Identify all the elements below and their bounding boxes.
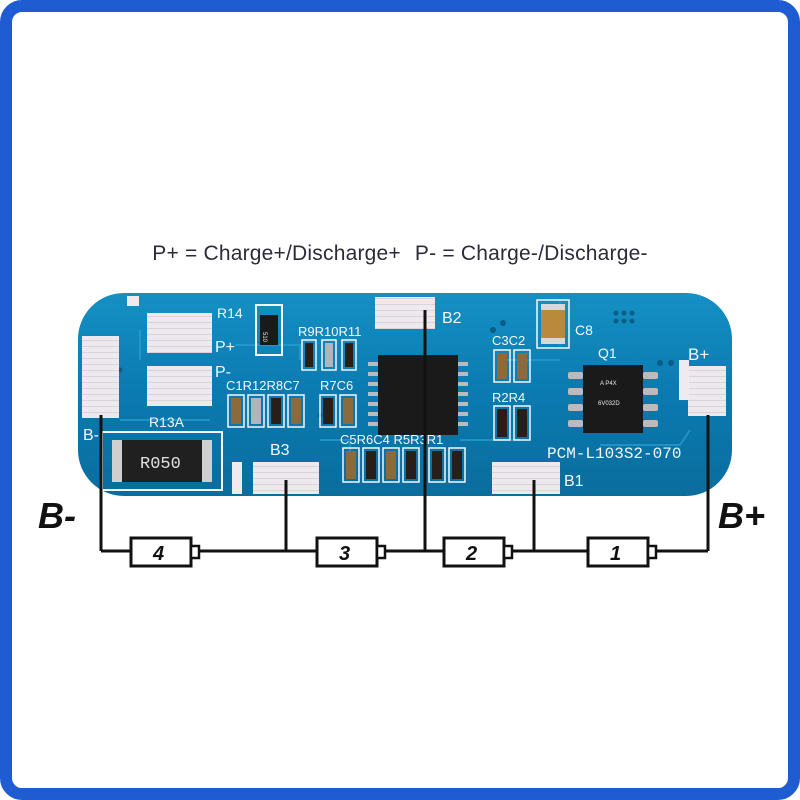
label-r14: R14 [217, 305, 243, 321]
c8-capacitor [536, 299, 570, 349]
label-c1r12r8c7: C1R12R8C7 [226, 378, 300, 393]
pad-p-plus [147, 313, 212, 353]
battery-cell-4: 4 [129, 536, 201, 568]
pad-b-minus [82, 336, 119, 418]
cell-1-number: 1 [610, 543, 621, 565]
label-r9r10r11: R9R10R11 [298, 324, 361, 339]
q1-mosfet: A P4X 6V032D [568, 365, 658, 433]
cell-4-number: 4 [152, 543, 164, 565]
label-c3c2: C3C2 [492, 333, 525, 348]
label-c8: C8 [575, 322, 593, 338]
label-q1: Q1 [598, 345, 617, 361]
solder-pads [82, 296, 726, 494]
label-r2r4: R2R4 [492, 390, 525, 405]
svg-text:A P4X: A P4X [600, 381, 617, 387]
label-p-minus: P- [215, 364, 231, 381]
label-p-plus: P+ [215, 339, 235, 356]
silkscreen-labels: R14 P+ P- B- B2 B3 B1 B+ R13A R9R10R11 C… [83, 305, 709, 490]
cell-wiring [99, 310, 710, 553]
label-c5r6c4r5r3r1: C5R6C4 R5R3R1 [340, 432, 443, 447]
label-model: PCM-L103S2-070 [547, 445, 681, 463]
label-b2: B2 [442, 310, 462, 327]
cell-3-number: 3 [339, 543, 350, 565]
label-r7c6: R7C6 [320, 378, 353, 393]
pad-p-minus [147, 366, 212, 406]
label-r13a: R13A [149, 414, 185, 430]
label-b-minus: B- [38, 495, 76, 536]
battery-cell-3: 3 [315, 536, 387, 568]
label-b1: B1 [564, 473, 584, 490]
shunt-marking: R050 [140, 455, 181, 474]
protection-ic [368, 355, 468, 435]
label-b-plus: B+ [718, 495, 765, 536]
battery-cell-1: 1 [586, 536, 658, 568]
cell-2-number: 2 [465, 543, 477, 565]
svg-text:510: 510 [261, 332, 267, 343]
svg-text:6V032D: 6V032D [598, 401, 620, 407]
pad-b1 [492, 462, 560, 494]
label-b-minus-pcb: B- [83, 427, 99, 444]
r14-resistor: 510 [255, 304, 283, 356]
caption-pplus: P+ = Charge+/Discharge+ [152, 242, 401, 265]
label-b3: B3 [270, 442, 290, 459]
caption-pminus: P- = Charge-/Discharge- [414, 242, 648, 265]
smd-components [227, 339, 531, 483]
pad-b-plus [688, 366, 726, 416]
label-b-plus-pcb: B+ [688, 345, 709, 364]
shunt-resistor-r13a: R050 [101, 431, 223, 491]
battery-cell-2: 2 [442, 536, 514, 568]
caption: P+ = Charge+/Discharge+ P- = Charge-/Dis… [0, 242, 800, 266]
